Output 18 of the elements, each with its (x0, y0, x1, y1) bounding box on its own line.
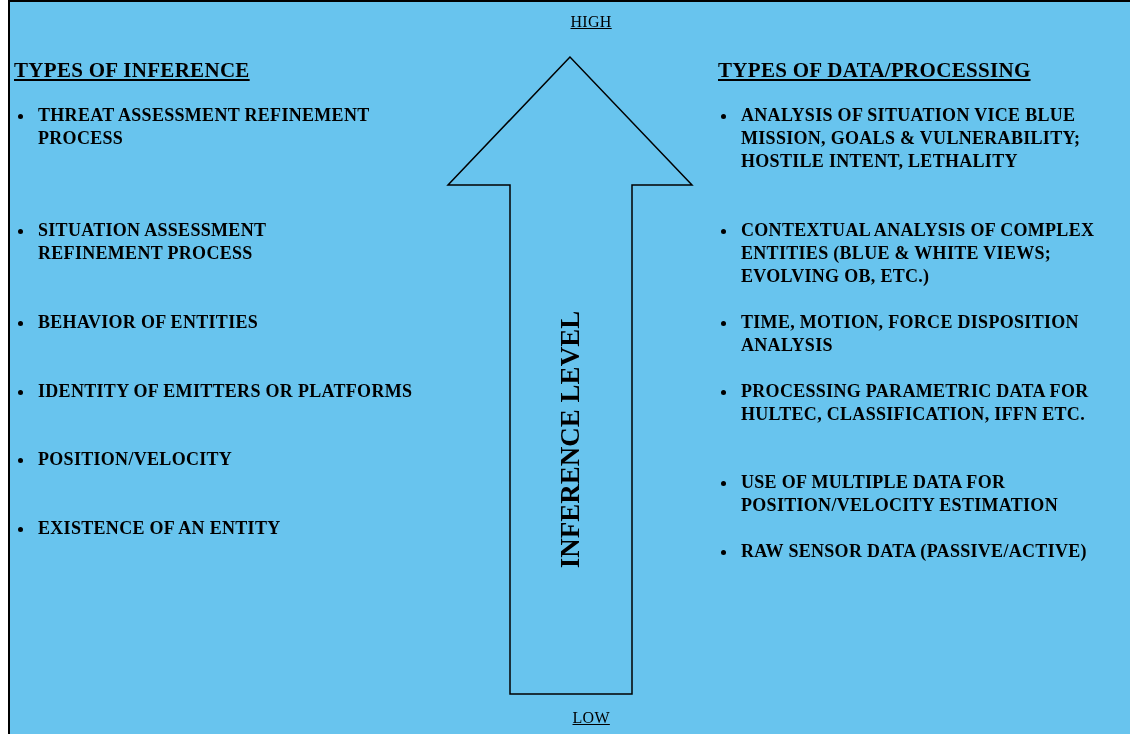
list-item: ANALYSIS OF SITUATION VICE BLUE MISSION, GOALS & VULNERABILITY; HOSTILE INTENT, LETHALITY (741, 104, 1082, 173)
list-item: PROCESSING PARAMETRIC DATA FOR HULTEC, CLASSIFICATION, IFFN ETC. (741, 380, 1090, 426)
list-item: POSITION/VELOCITY (38, 448, 234, 471)
list-item: USE OF MULTIPLE DATA FOR POSITION/VELOCITY ESTIMATION (741, 471, 1059, 517)
list-item: SITUATION ASSESSMENT REFINEMENT PROCESS (38, 219, 267, 265)
list-item: IDENTITY OF EMITTERS OR PLATFORMS (38, 380, 414, 403)
scale-label: LOW (572, 708, 610, 728)
list-item: BEHAVIOR OF ENTITIES (38, 311, 260, 334)
list-item: TIME, MOTION, FORCE DISPOSITION ANALYSIS (741, 311, 1080, 357)
list-item: CONTEXTUAL ANALYSIS OF COMPLEX ENTITIES (BLUE & WHITE VIEWS; EVOLVING OB, ETC.) (741, 219, 1096, 288)
list-item: EXISTENCE OF AN ENTITY (38, 517, 282, 540)
list-item: RAW SENSOR DATA (PASSIVE/ACTIVE) (741, 540, 1088, 563)
column-heading: TYPES OF DATA/PROCESSING (718, 59, 1032, 82)
list-item: THREAT ASSESSMENT REFINEMENT PROCESS (38, 104, 371, 150)
arrow-shape (446, 55, 694, 695)
axis-label: INFERENCE LEVEL (554, 310, 586, 568)
column-heading: TYPES OF INFERENCE (14, 59, 251, 82)
scale-label: HIGH (570, 12, 612, 32)
